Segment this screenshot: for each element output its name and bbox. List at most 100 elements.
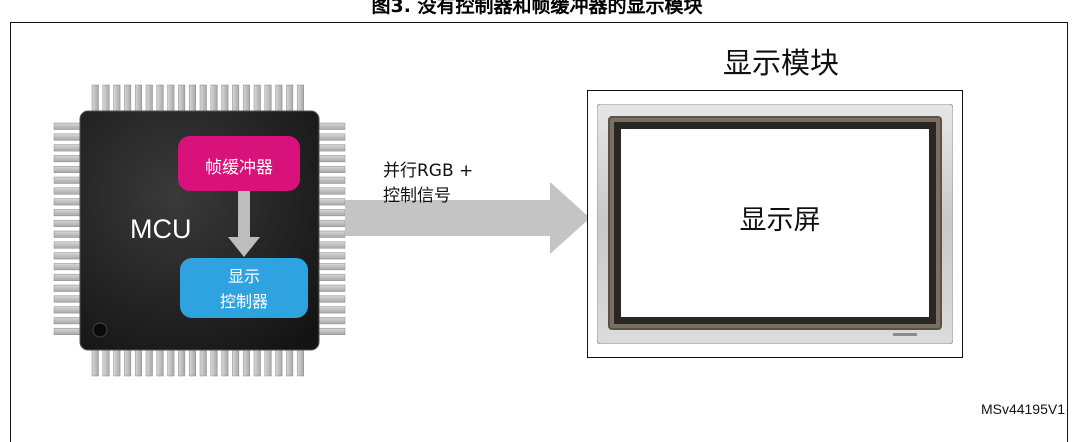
chip-pin [53, 165, 83, 173]
chip-pin [53, 219, 83, 227]
chip-pin [91, 347, 99, 377]
chip-pin [316, 284, 346, 292]
chip-pin [286, 84, 294, 114]
chip-pin [53, 133, 83, 141]
chip-pin [316, 122, 346, 130]
chip-pin [53, 306, 83, 314]
chip-pins-bottom [91, 347, 304, 377]
chip-pin [188, 347, 196, 377]
chip-pin [316, 263, 346, 271]
chip-pin [316, 327, 346, 335]
chip-pin [316, 252, 346, 260]
chip-pin [275, 84, 283, 114]
chip-pin [53, 317, 83, 325]
chip-pins-left [53, 122, 83, 335]
chip-pin [253, 347, 261, 377]
figure-frame [10, 22, 1068, 442]
chip-pin [232, 84, 240, 114]
chip-pin [53, 144, 83, 152]
chip-pin [264, 84, 272, 114]
figure-version: MSv44195V1 [980, 401, 1065, 417]
mcu-label: MCU [130, 214, 192, 244]
display-module-title: 显示模块 [722, 46, 839, 80]
chip-pin [316, 187, 346, 195]
chip-pin [316, 165, 346, 173]
chip-pin [210, 84, 218, 114]
frame-buffer-label: 帧缓冲器 [205, 158, 273, 178]
chip-pin [316, 230, 346, 238]
chip-pin [156, 84, 164, 114]
chip-pin [188, 84, 196, 114]
chip-pin [134, 347, 142, 377]
signal-label-line1: 并行RGB + [383, 161, 474, 181]
chip-pin [91, 84, 99, 114]
figure-caption: 图3. 没有控制器和帧缓冲器的显示模块 [371, 0, 703, 17]
chip-pin [53, 273, 83, 281]
chip-pin [316, 209, 346, 217]
display-screen [597, 104, 953, 344]
chip-pin [178, 347, 186, 377]
chip-pin [296, 347, 304, 377]
chip-pin [53, 252, 83, 260]
chip-pins-top [91, 84, 304, 114]
chip-pin [316, 219, 346, 227]
chip-pin [316, 295, 346, 303]
chip-pin [275, 347, 283, 377]
chip-pin [53, 295, 83, 303]
chip-pin [113, 84, 121, 114]
chip-pin [124, 84, 132, 114]
chip-pin [264, 347, 272, 377]
chip-pin [167, 84, 175, 114]
chip-pin [178, 84, 186, 114]
chip-pin [145, 347, 153, 377]
chip-pin [53, 241, 83, 249]
display-controller-label-line2: 控制器 [219, 292, 268, 311]
chip-pin [286, 347, 294, 377]
chip-pin [316, 155, 346, 163]
chip-pin [221, 347, 229, 377]
chip-pin [199, 347, 207, 377]
signal-label-line2: 控制信号 [383, 186, 451, 206]
chip-pin [316, 144, 346, 152]
chip-pin [53, 230, 83, 238]
chip-pin [113, 347, 121, 377]
chip-pin [53, 327, 83, 335]
chip-pin [232, 347, 240, 377]
chip-pin [316, 306, 346, 314]
chip-pin [156, 347, 164, 377]
chip-pin [134, 84, 142, 114]
chip-pin [53, 284, 83, 292]
chip-pin [296, 84, 304, 114]
chip-pin [253, 84, 261, 114]
frame-buffer-box [178, 136, 300, 191]
pin1-marker [92, 322, 108, 338]
display-screen-label: 显示屏 [739, 205, 821, 236]
chip-pin [316, 198, 346, 206]
chip-pin [53, 263, 83, 271]
chip-pin [53, 122, 83, 130]
internal-down-arrow [228, 191, 260, 257]
signal-arrow [345, 182, 590, 254]
mcu-chip [53, 84, 346, 377]
chip-pin [316, 317, 346, 325]
chip-pin [53, 176, 83, 184]
chip-pin [124, 347, 132, 377]
chip-pin [316, 133, 346, 141]
chip-pin [316, 273, 346, 281]
display-controller-label-line1: 显示 [227, 267, 260, 286]
chip-pin [53, 209, 83, 217]
chip-pin [102, 347, 110, 377]
chip-pin [242, 84, 250, 114]
chip-pin [53, 198, 83, 206]
chip-pin [145, 84, 153, 114]
display-controller-box [180, 258, 308, 318]
chip-pin [53, 155, 83, 163]
chip-pin [221, 84, 229, 114]
chip-pin [53, 187, 83, 195]
chip-pin [242, 347, 250, 377]
chip-pins-right [316, 122, 346, 335]
chip-pin [316, 241, 346, 249]
chip-pin [199, 84, 207, 114]
chip-pin [316, 176, 346, 184]
chip-pin [210, 347, 218, 377]
